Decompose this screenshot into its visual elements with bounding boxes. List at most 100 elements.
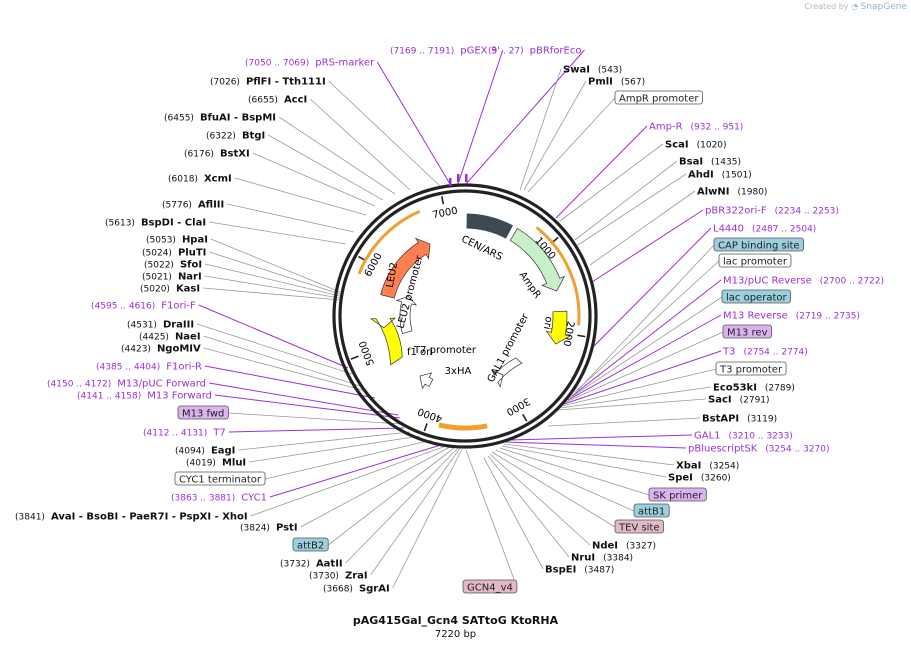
site-name: EagI (211, 446, 235, 457)
site-skprimer: SK primer (648, 487, 707, 502)
feature-box (721, 289, 791, 304)
site-nrui: (3384)NruI (571, 553, 633, 564)
site-name: AvaI - BsoBI - PaeR7I - PspXI - XhoI (51, 512, 248, 523)
site-name: pGEX 3' (460, 46, 500, 57)
leader-line (203, 287, 341, 301)
site-sgrai: (3668)SgrAI (323, 584, 390, 595)
leader-line (577, 244, 715, 391)
leader-line (250, 445, 447, 517)
site-position: (6655) (248, 96, 278, 106)
leader-line (203, 347, 363, 391)
ampr-arrow (509, 228, 566, 292)
feature-box (177, 405, 229, 420)
leader-line (228, 427, 405, 433)
leader-line (345, 447, 459, 564)
feature-box (715, 361, 787, 376)
site-name: BfuAI - BspMI (200, 113, 276, 124)
site-m13puc-rev: (2700 .. 2722)M13/pUC Reverse (723, 276, 884, 287)
site-name: AhdI (688, 170, 714, 181)
site-name: KasI (176, 284, 200, 295)
site-attb2: attB2 (292, 537, 329, 552)
leader-line (589, 227, 712, 351)
leader-line (208, 221, 347, 245)
ampr-outer-arc (535, 226, 581, 326)
feature-label-f1ori: f1 ori (407, 347, 433, 358)
site-pbrforeco: (9 .. 27)pBRforEco (488, 46, 581, 57)
leader-line (523, 80, 587, 191)
feature-name: attB2 (297, 541, 324, 552)
site-name: pRS-marker (315, 58, 375, 69)
site-position: (567) (621, 78, 645, 88)
site-swai: (543)SwaI (563, 65, 622, 76)
site-name: pBluescriptSK (688, 444, 758, 455)
backbone-inner-strand (338, 189, 592, 443)
leader-line (555, 125, 648, 219)
tick-label: 4000 (416, 405, 444, 424)
site-pluti: (5024)PluTI (142, 248, 206, 259)
site-psti: (3824)PstI (240, 523, 298, 534)
site-pgex3: (7169 .. 7191)pGEX 3' (390, 46, 500, 57)
site-name: NarI (178, 272, 202, 283)
site-name: XbaI (676, 461, 701, 472)
site-position: (9 .. 27) (488, 47, 524, 57)
site-t3p: T3 promoter (715, 361, 787, 376)
feature-label-ori: ori (541, 316, 554, 331)
site-bfuai: (6455)BfuAI - BspMI (164, 113, 276, 124)
site-gal1-p: (3210 .. 3233)GAL1 (694, 431, 793, 442)
site-position: (2789) (765, 384, 795, 394)
tick-label: 7000 (432, 206, 459, 222)
feature-box (633, 503, 670, 518)
site-bstapi: (3119)BstAPI (702, 414, 777, 425)
snapgene-credit: Created by ◔ SnapGene (805, 2, 908, 12)
site-position: (5021) (142, 273, 172, 283)
leader-line (557, 398, 707, 411)
leader-line (214, 394, 401, 419)
leu2-outer-arc (357, 210, 421, 275)
leader-line (198, 304, 349, 369)
cen-ars-block (466, 213, 513, 239)
site-position: (6018) (168, 175, 198, 185)
site-m13fwd-p: (4141 .. 4158)M13 Forward (77, 391, 212, 402)
site-position: (5020) (140, 285, 170, 295)
site-bspdi: (5613)BspDI - ClaI (105, 218, 206, 229)
site-btgi: (6322)BtgI (206, 131, 265, 142)
site-name: ZraI (345, 571, 368, 582)
site-f1ori-f: (4595 .. 4616)F1ori-F (91, 301, 196, 312)
site-tev: TEV site (614, 519, 664, 534)
site-ndei: (3327)NdeI (592, 541, 656, 552)
site-name: F1ori-R (166, 362, 202, 373)
leader-line (569, 296, 723, 399)
leader-line (499, 447, 650, 496)
site-position: (1020) (697, 141, 727, 151)
feature-name: attB1 (638, 507, 665, 518)
primer-flag-icon (465, 174, 468, 182)
site-position: (932 .. 951) (691, 123, 744, 133)
feature-label-leu2: LEU2 (385, 262, 400, 289)
site-name: AccI (284, 95, 307, 106)
site-name: M13/pUC Reverse (723, 276, 812, 287)
primer-flag-icon (449, 178, 452, 186)
feature-name: CYC1 terminator (179, 475, 262, 486)
site-pfifi: (7026)PflFI - Tth111I (210, 77, 326, 88)
site-position: (3824) (240, 524, 270, 534)
site-draiii: (4531)DraIII (127, 320, 194, 331)
leader-line (208, 382, 399, 416)
site-position: (4094) (175, 447, 205, 457)
leader-line (571, 279, 722, 397)
site-position: (4019) (186, 459, 216, 469)
site-name: BstXI (220, 149, 250, 160)
site-hpai: (5053)HpaI (146, 235, 208, 246)
feature-box (713, 237, 804, 252)
feature-name: T3 promoter (719, 365, 783, 376)
feature-label-cen: CEN/ARS (459, 234, 504, 263)
site-pbluescript: (3254 .. 3270)pBluescriptSK (688, 444, 830, 455)
leader-line (465, 49, 585, 185)
leader-line (203, 335, 361, 387)
leader-line (509, 434, 693, 441)
tick-label: 6000 (363, 251, 385, 279)
site-position: (3841) (15, 513, 45, 523)
leu2-promoter-arrow (395, 295, 418, 335)
site-name: XcmI (204, 174, 232, 185)
site-l4440: (2487 .. 2504)L4440 (713, 224, 816, 235)
